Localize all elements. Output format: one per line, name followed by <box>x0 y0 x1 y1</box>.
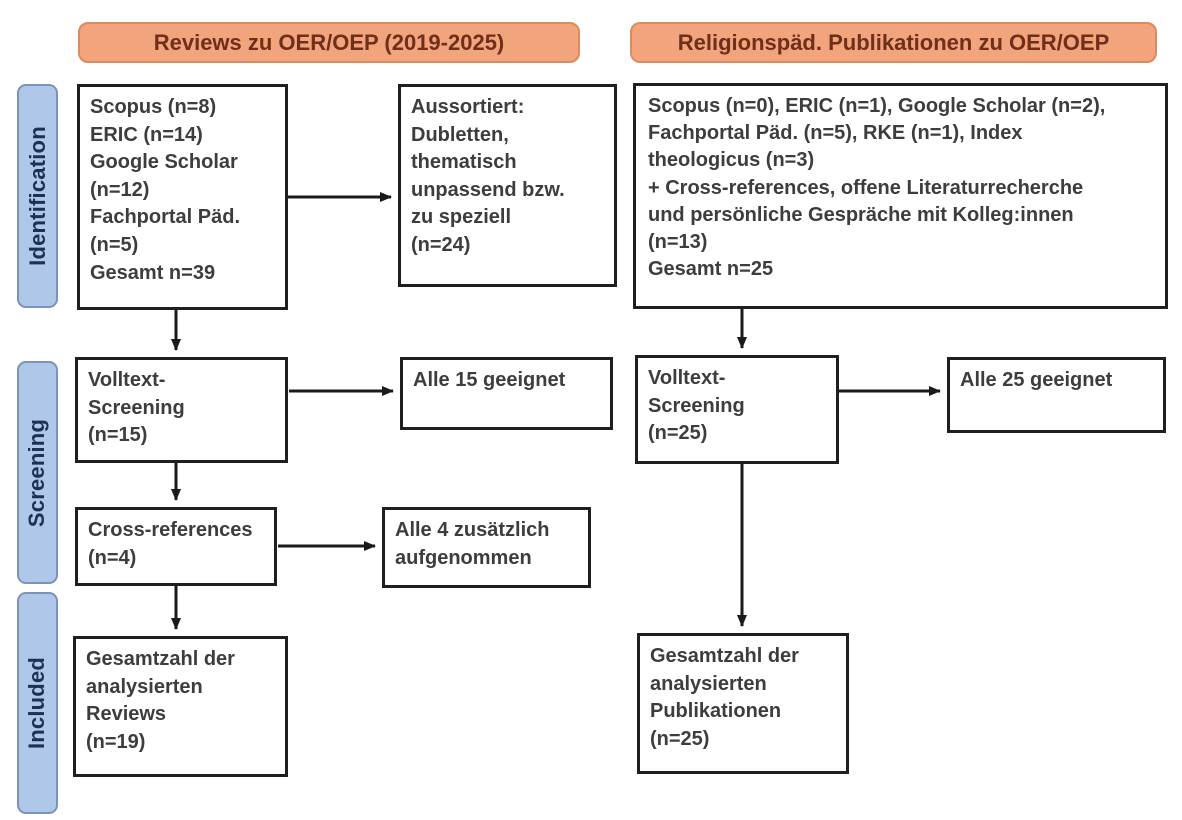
box-left-fulltext-screening: Volltext- Screening (n=15) <box>75 357 288 463</box>
box-left-total: Gesamtzahl der analysierten Reviews (n=1… <box>73 636 288 777</box>
stage-screening-label: Screening <box>24 418 50 527</box>
stage-included: Included <box>17 592 58 814</box>
box-right-all-eligible: Alle 25 geeignet <box>947 357 1166 433</box>
box-right-identification-sources: Scopus (n=0), ERIC (n=1), Google Scholar… <box>633 83 1168 309</box>
header-reviews: Reviews zu OER/OEP (2019-2025) <box>78 22 580 63</box>
box-left-excluded: Aussortiert: Dubletten, thematisch unpas… <box>398 84 617 287</box>
box-left-identification-sources: Scopus (n=8) ERIC (n=14) Google Scholar … <box>77 84 288 310</box>
box-left-all-eligible: Alle 15 geeignet <box>400 357 613 430</box>
header-religionspaed: Religionspäd. Publikationen zu OER/OEP <box>630 22 1157 63</box>
box-left-cross-references: Cross-references (n=4) <box>75 507 277 586</box>
box-right-fulltext-screening: Volltext- Screening (n=25) <box>635 355 839 464</box>
stage-included-label: Included <box>24 656 50 750</box>
box-left-additional-included: Alle 4 zusätzlich aufgenommen <box>382 507 591 588</box>
stage-identification: Identification <box>17 84 58 308</box>
stage-screening: Screening <box>17 361 58 584</box>
stage-identification-label: Identification <box>24 126 50 266</box>
box-right-total: Gesamtzahl der analysierten Publikatione… <box>637 633 849 774</box>
